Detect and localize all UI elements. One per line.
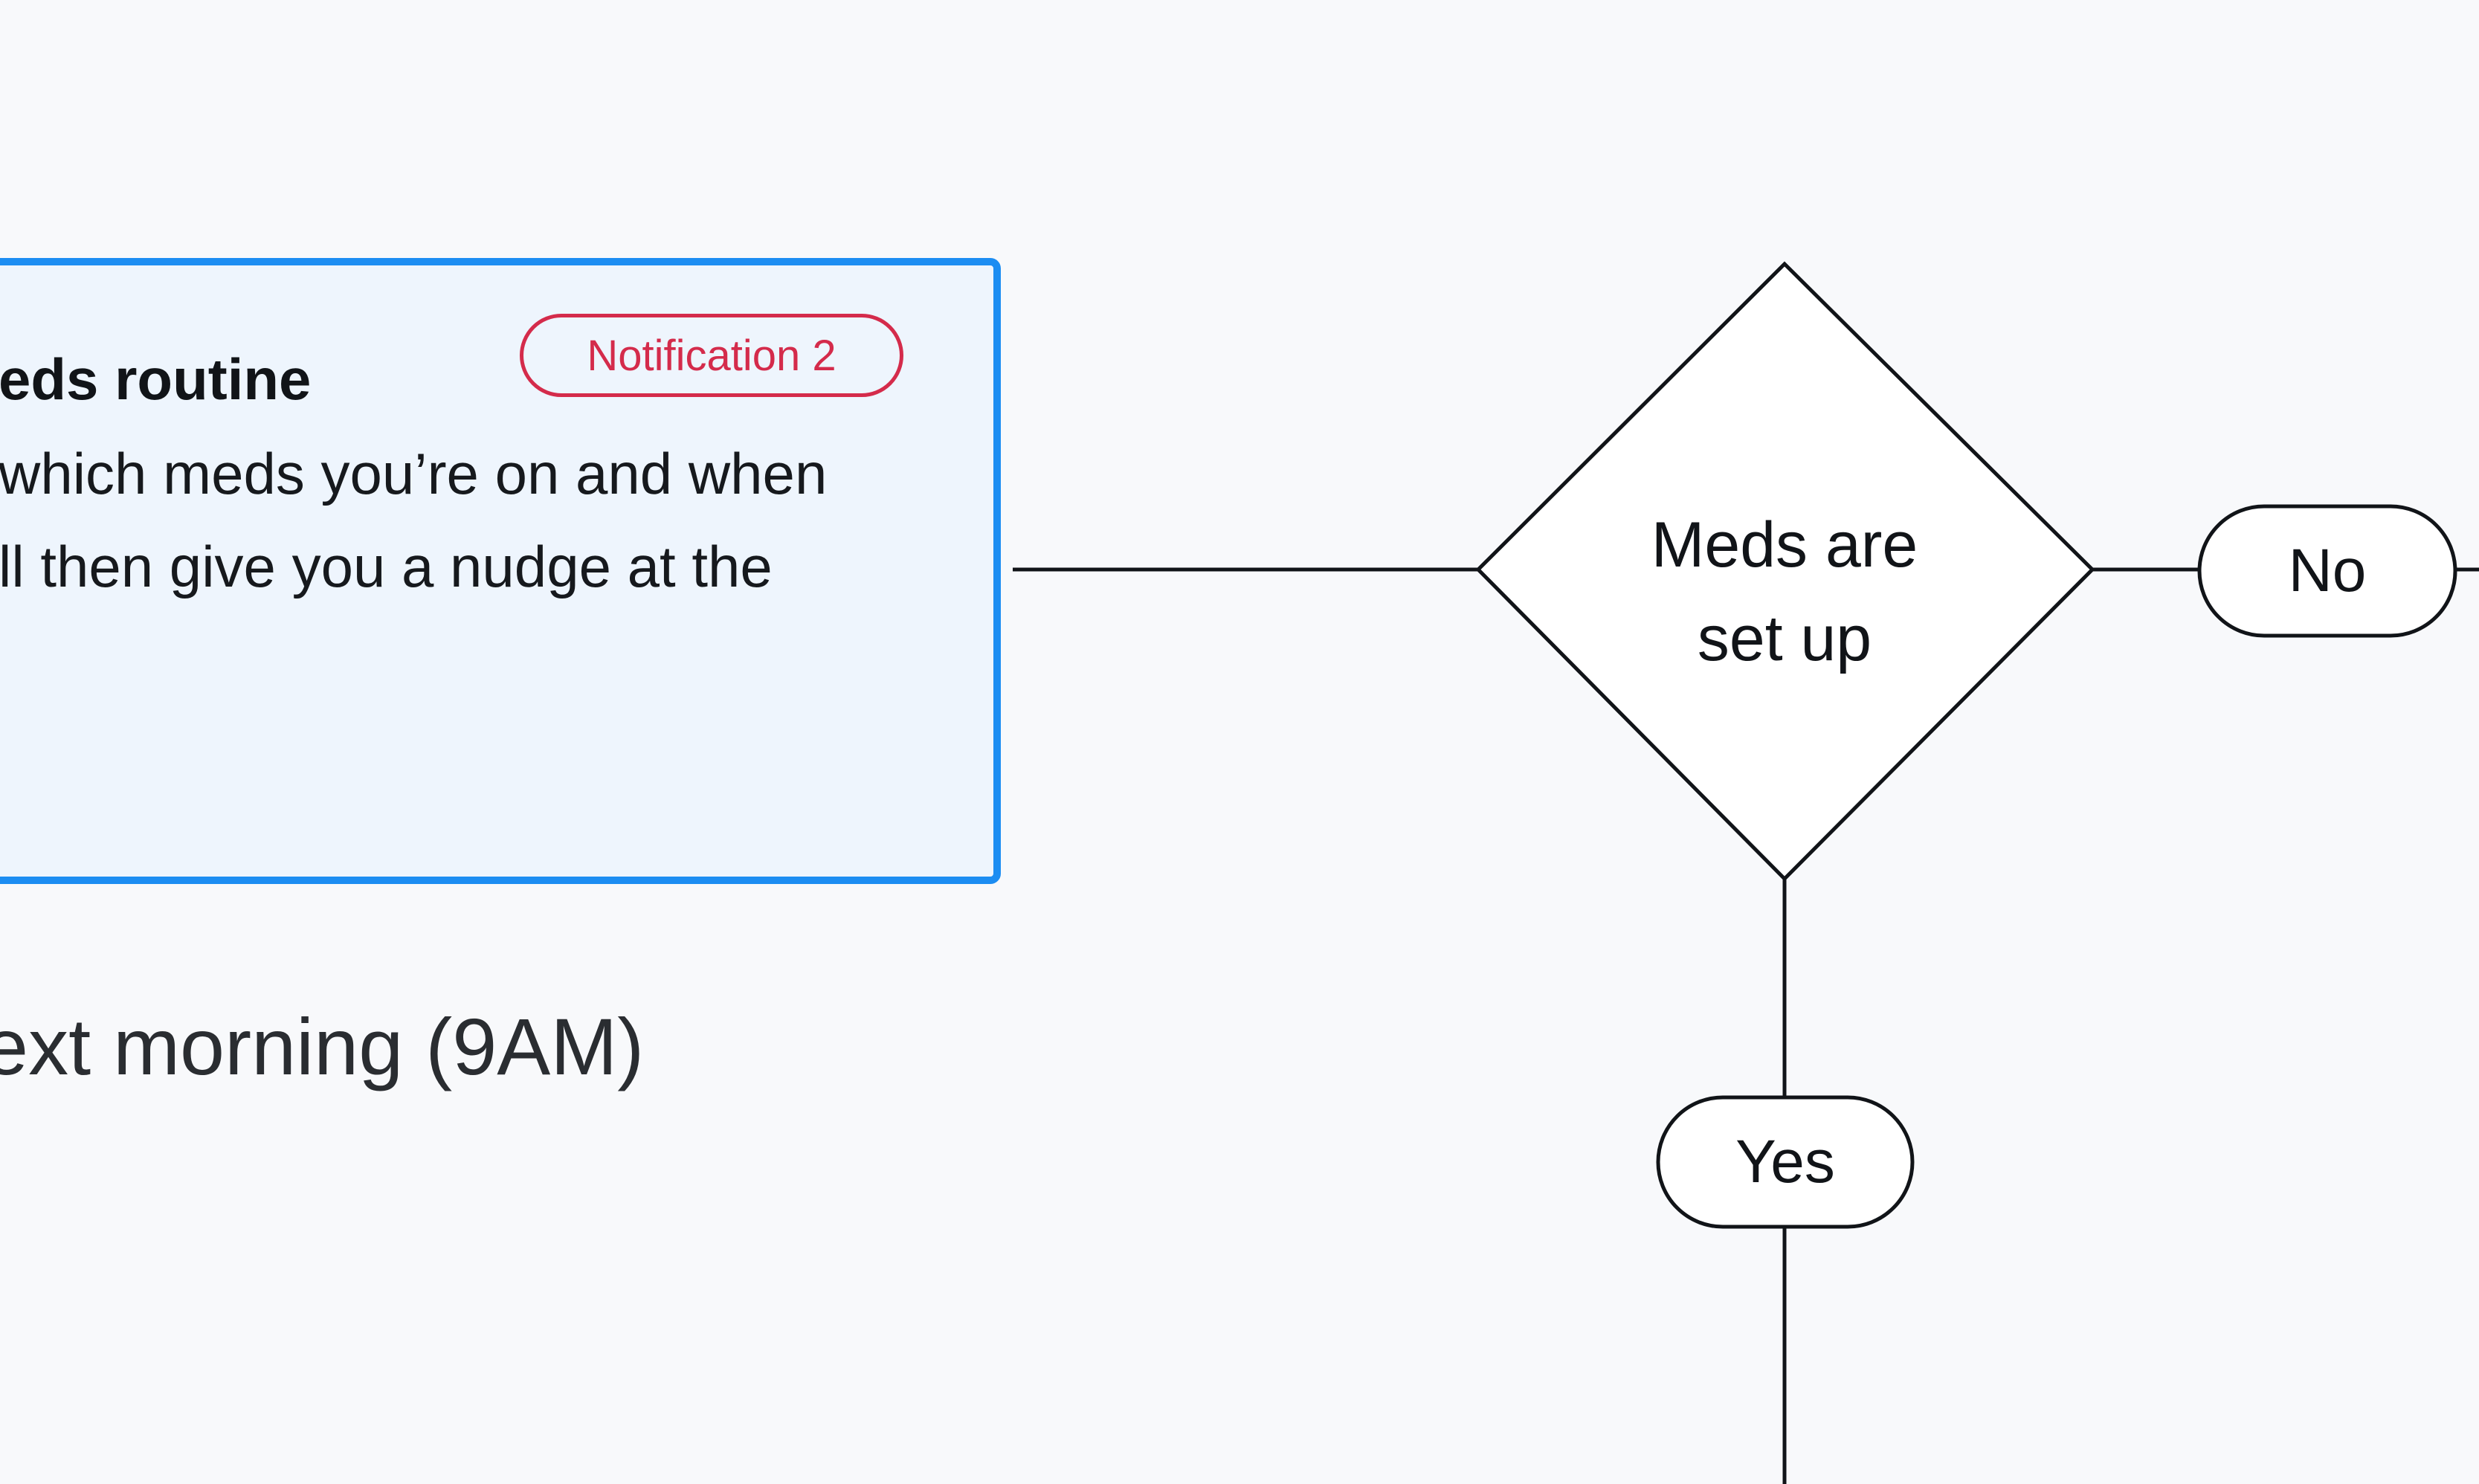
card-body-line-2: ll then give you a nudge at the	[0, 534, 773, 599]
timing-label: ext morning (9AM)	[0, 1001, 645, 1091]
notification-card[interactable]: eds routine Notification 2 which meds yo…	[0, 258, 1001, 884]
card-body-line-1: which meds you’re on and when	[0, 441, 828, 506]
yes-branch-label: Yes	[1735, 1128, 1835, 1196]
notification-badge: Notification 2	[520, 314, 903, 397]
decision-label-line-1: Meds are	[1651, 509, 1918, 581]
card-title: eds routine	[0, 346, 312, 412]
decision-label: Meds are set up	[1517, 498, 2052, 685]
decision-label-line-2: set up	[1697, 603, 1872, 674]
no-branch-label: No	[2288, 537, 2367, 604]
